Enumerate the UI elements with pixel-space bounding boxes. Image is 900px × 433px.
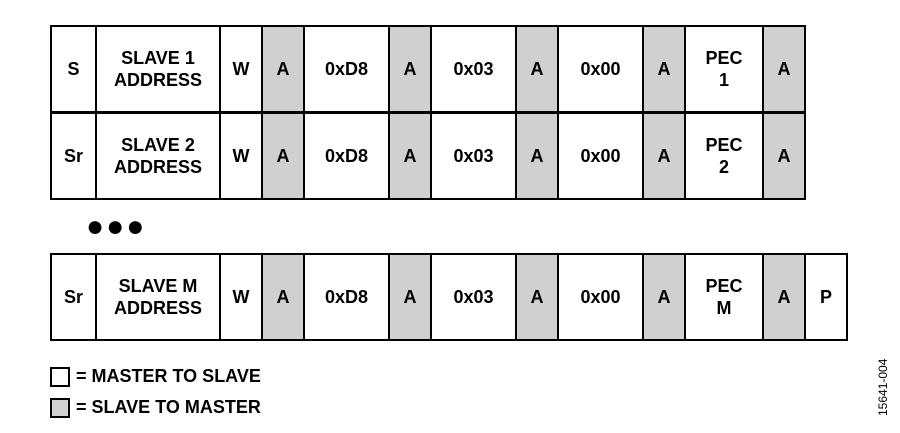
write-bit-cell: W [221, 27, 263, 111]
legend-slave-to-master: = SLAVE TO MASTER [50, 397, 261, 418]
ack-cell: A [764, 114, 806, 198]
write-bit-cell: W [221, 114, 263, 198]
ack-cell: A [390, 27, 432, 111]
ack-cell: A [390, 255, 432, 339]
pec-cell: PEC 2 [686, 114, 764, 198]
legend-master-to-slave: = MASTER TO SLAVE [50, 366, 261, 387]
data-byte-cell: 0x03 [432, 114, 517, 198]
slave-address-cell: SLAVE 2 ADDRESS [97, 114, 221, 198]
transaction-row-3: Sr SLAVE M ADDRESS W A 0xD8 A 0x03 A 0x0… [50, 253, 848, 341]
pec-cell: PEC 1 [686, 27, 764, 111]
data-byte-cell: 0x00 [559, 114, 644, 198]
figure-id: 15641-004 [876, 358, 890, 416]
transaction-row-1: S SLAVE 1 ADDRESS W A 0xD8 A 0x03 A 0x00… [50, 25, 806, 113]
ack-cell: A [517, 255, 559, 339]
data-byte-cell: 0x03 [432, 255, 517, 339]
ack-cell: A [644, 114, 686, 198]
stop-cell: P [806, 255, 848, 339]
ack-cell: A [263, 27, 305, 111]
slave-address-cell: SLAVE 1 ADDRESS [97, 27, 221, 111]
command-byte-cell: 0xD8 [305, 114, 390, 198]
legend-label: = SLAVE TO MASTER [76, 397, 261, 417]
data-byte-cell: 0x00 [559, 27, 644, 111]
command-byte-cell: 0xD8 [305, 255, 390, 339]
ack-cell: A [263, 255, 305, 339]
pec-cell: PEC M [686, 255, 764, 339]
start-cell: S [52, 27, 97, 111]
legend-label: = MASTER TO SLAVE [76, 366, 261, 386]
command-byte-cell: 0xD8 [305, 27, 390, 111]
repeated-start-cell: Sr [52, 255, 97, 339]
legend-gray-swatch [50, 397, 70, 418]
legend-white-swatch [50, 366, 70, 387]
ack-cell: A [390, 114, 432, 198]
ack-cell: A [263, 114, 305, 198]
write-bit-cell: W [221, 255, 263, 339]
slave-address-cell: SLAVE M ADDRESS [97, 255, 221, 339]
data-byte-cell: 0x03 [432, 27, 517, 111]
ack-cell: A [644, 255, 686, 339]
ack-cell: A [644, 27, 686, 111]
ack-cell: A [764, 27, 806, 111]
ack-cell: A [517, 27, 559, 111]
repeated-start-cell: Sr [52, 114, 97, 198]
transaction-row-2: Sr SLAVE 2 ADDRESS W A 0xD8 A 0x03 A 0x0… [50, 112, 806, 200]
ack-cell: A [517, 114, 559, 198]
ack-cell: A [764, 255, 806, 339]
ellipsis-dots: ●●● [86, 210, 147, 243]
data-byte-cell: 0x00 [559, 255, 644, 339]
